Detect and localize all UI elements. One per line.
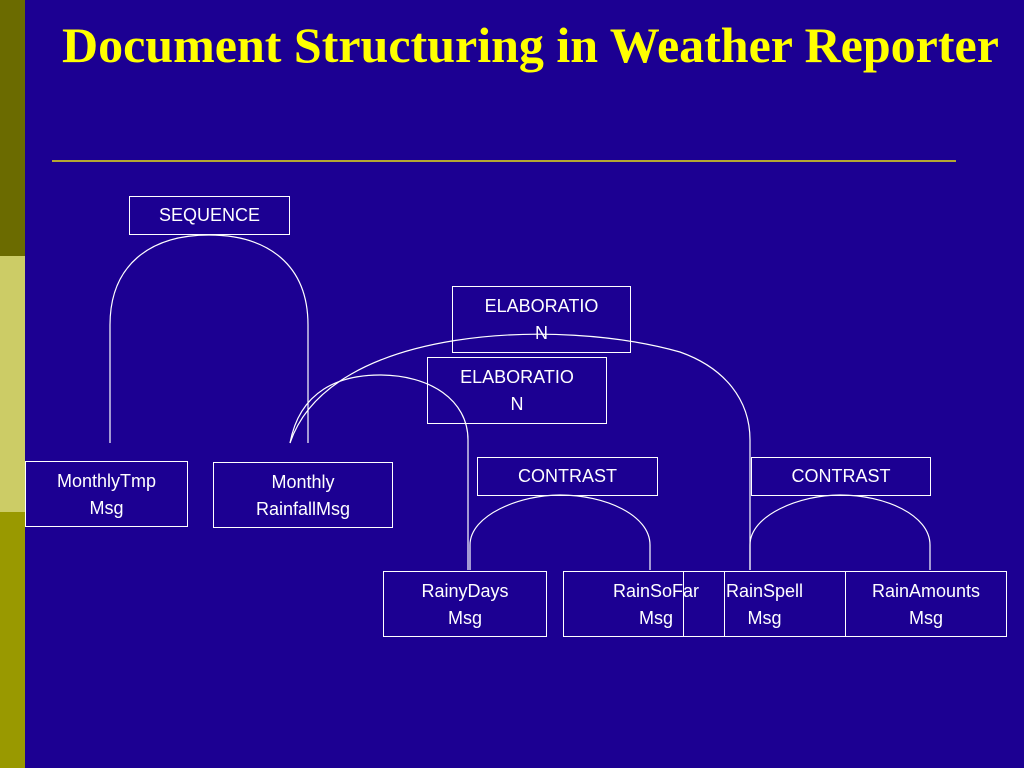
title-divider [52, 160, 956, 162]
sequence-arc [109, 234, 309, 443]
sequence-node: SEQUENCE [129, 196, 290, 235]
contrast-node-right: CONTRAST [751, 457, 931, 496]
rain-amounts-msg-node: RainAmounts Msg [845, 571, 1007, 637]
elaboration-top-arc [289, 333, 751, 570]
elaboration-mid-arc [289, 374, 469, 570]
monthly-rainfall-msg-node: Monthly RainfallMsg [213, 462, 393, 528]
contrast-right-arc [749, 494, 931, 570]
rain-spell-msg-node: RainSpell Msg [683, 571, 846, 637]
rain-so-far-msg-node: RainSoFar Msg [563, 571, 725, 637]
elaboration-node-middle: ELABORATIO N [427, 357, 607, 424]
sidebar-accent-middle [0, 256, 25, 512]
sidebar-accent-bottom [0, 512, 25, 768]
slide-title: Document Structuring in Weather Reporter [62, 17, 999, 73]
elaboration-node-top: ELABORATIO N [452, 286, 631, 353]
contrast-left-arc [469, 494, 651, 570]
rainy-days-msg-node: RainyDays Msg [383, 571, 547, 637]
contrast-node-left: CONTRAST [477, 457, 658, 496]
monthly-tmp-msg-node: MonthlyTmp Msg [25, 461, 188, 527]
sidebar-accent-top [0, 0, 25, 256]
